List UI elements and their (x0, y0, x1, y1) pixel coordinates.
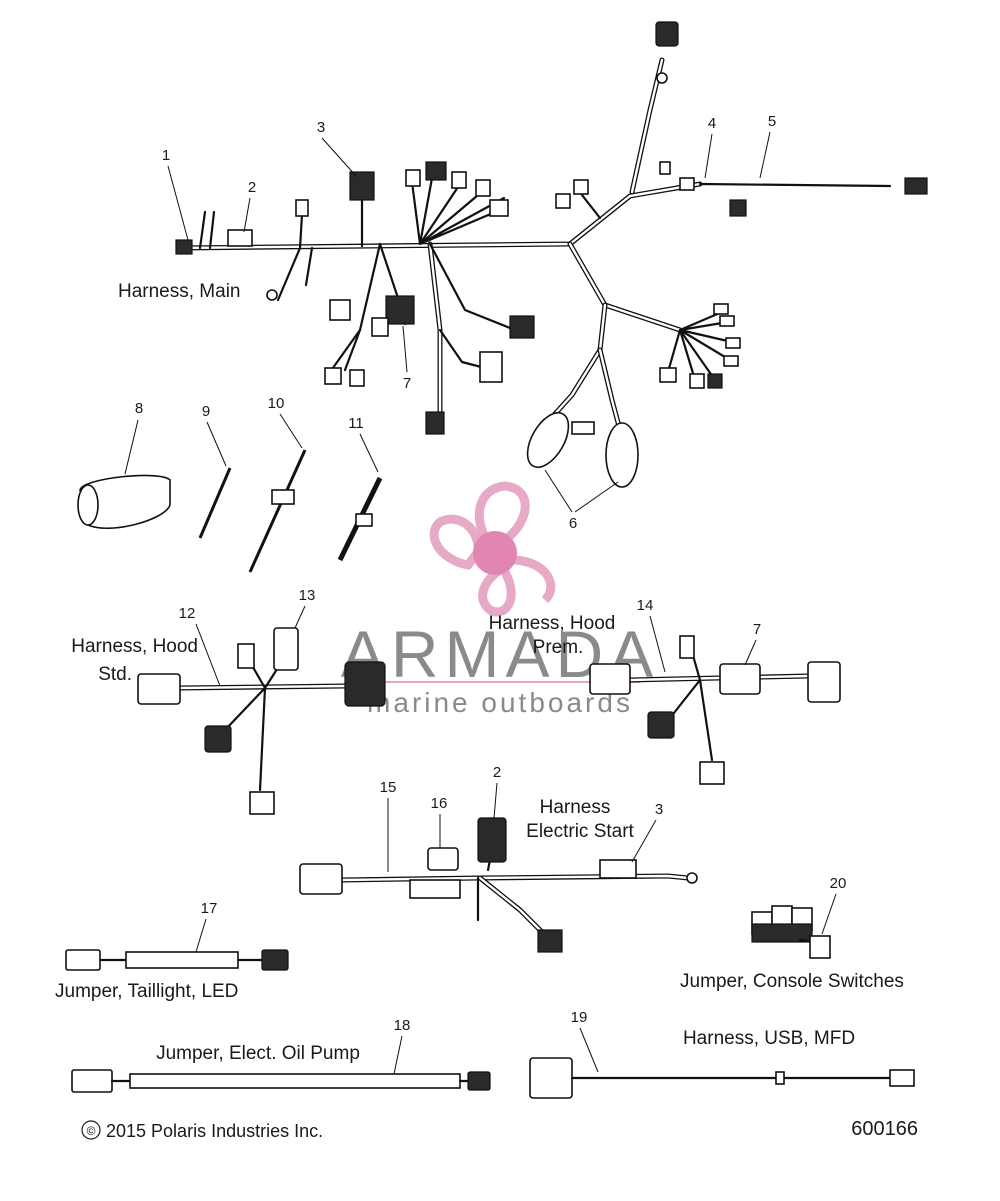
callout-2: 2 (248, 179, 256, 196)
label-harness-electric-start-line2: Electric Start (526, 821, 634, 842)
callout-3: 3 (317, 119, 325, 136)
label-harness-hood-std-line1: Harness, Hood (71, 636, 198, 657)
logo-hub (473, 531, 517, 575)
watermark-tagline: marine outboards (367, 687, 633, 718)
part-10-tie (248, 449, 307, 573)
hood-prem-harness (589, 635, 841, 785)
armada-logo (429, 481, 556, 617)
callout-15: 15 (380, 779, 397, 796)
copyright-text: 2015 Polaris Industries Inc. (106, 1121, 323, 1141)
label-harness-hood-std-line2: Std. (98, 664, 132, 685)
copyright-symbol: © (87, 1124, 96, 1138)
callout-11: 11 (348, 415, 364, 432)
console-switches-jumper (751, 905, 831, 959)
part-8-sleeve (77, 474, 171, 529)
label-jumper-console-switches: Jumper, Console Switches (680, 971, 904, 992)
label-harness-hood-prem-line2: Prem. (533, 637, 584, 658)
label-jumper-elect-oil-pump: Jumper, Elect. Oil Pump (156, 1043, 360, 1064)
callout-1: 1 (162, 147, 170, 164)
callout-9: 9 (202, 403, 210, 420)
label-harness-main: Harness, Main (118, 281, 241, 302)
main-harness-drawing (175, 21, 928, 488)
electric-start-harness (299, 817, 698, 953)
callout-7b: 7 (753, 621, 761, 638)
part-9-tie (198, 467, 232, 539)
oil-pump-jumper (71, 1069, 491, 1093)
callout-7: 7 (403, 375, 411, 392)
callout-12: 12 (179, 605, 196, 622)
callout-20: 20 (830, 875, 847, 892)
callout-17: 17 (201, 900, 218, 917)
label-jumper-taillight-led: Jumper, Taillight, LED (55, 981, 238, 1002)
callout-2b: 2 (493, 764, 501, 781)
taillight-jumper (65, 949, 289, 971)
callout-10: 10 (268, 395, 285, 412)
callout-3b: 3 (655, 801, 663, 818)
callout-8: 8 (135, 400, 143, 417)
callout-4: 4 (708, 115, 716, 132)
hood-std-harness (137, 627, 386, 815)
callout-14: 14 (637, 597, 654, 614)
callout-5: 5 (768, 113, 776, 130)
label-harness-usb-mfd: Harness, USB, MFD (683, 1028, 855, 1049)
callout-18: 18 (394, 1017, 411, 1034)
callout-6: 6 (569, 515, 577, 532)
figure-number: 600166 (851, 1118, 918, 1140)
label-harness-electric-start-line1: Harness (540, 797, 611, 818)
usb-mfd-harness (529, 1057, 915, 1099)
callout-19: 19 (571, 1009, 588, 1026)
callout-13: 13 (299, 587, 316, 604)
label-harness-hood-prem-line1: Harness, Hood (489, 613, 616, 634)
copyright-circle (81, 1120, 101, 1140)
callout-16: 16 (431, 795, 448, 812)
